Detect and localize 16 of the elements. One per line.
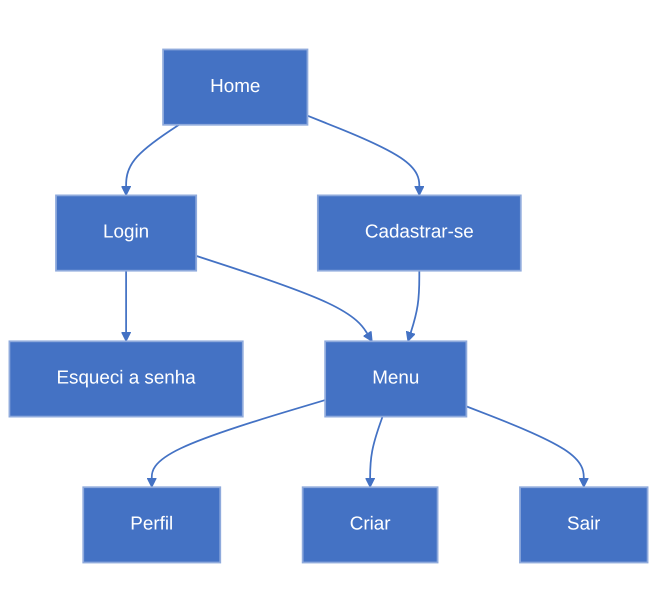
- arrow: [196, 255, 373, 342]
- arrow: [120, 270, 132, 342]
- arrow: [146, 399, 326, 488]
- node-box: Login: [55, 194, 198, 272]
- arrow: [364, 416, 384, 488]
- node-box: Home: [162, 48, 308, 126]
- node-box: Criar: [302, 486, 438, 564]
- arrow: [466, 406, 589, 488]
- arrow: [406, 270, 420, 342]
- node-box: Cadastrar-se: [316, 194, 522, 272]
- node-box: Menu: [324, 340, 468, 418]
- arrow: [307, 114, 424, 196]
- node-box: Sair: [519, 486, 648, 564]
- arrow: [120, 124, 180, 196]
- node-box: Perfil: [82, 486, 222, 564]
- node-box: Esqueci a senha: [8, 340, 244, 418]
